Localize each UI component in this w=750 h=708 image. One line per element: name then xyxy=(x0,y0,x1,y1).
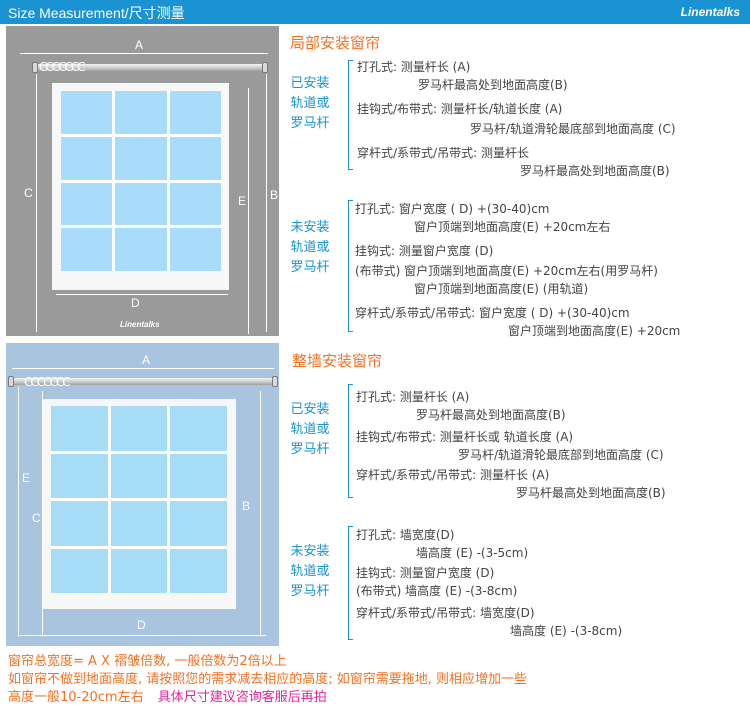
section-title-partial: 局部安装窗帘 xyxy=(290,34,381,52)
dimension-label-d: D xyxy=(137,618,146,632)
instruction-line: 窗户顶端到地面高度(E) (用轨道) xyxy=(414,282,589,296)
instruction-line: 打孔式: 测量杆长 (A) xyxy=(357,60,471,74)
instruction-line: 墙高度 (E) -(3-5cm) xyxy=(416,546,529,560)
diagram-full-wall-installation: A CCCCCCC E C B D xyxy=(6,343,279,646)
dimension-line-b xyxy=(260,391,261,637)
instruction-line: 墙高度 (E) -(3-8cm) xyxy=(510,624,623,638)
dimension-label-b: B xyxy=(270,188,279,202)
dimension-line-e xyxy=(248,88,249,334)
diagram-partial-installation: A CCCCCCC C E B D Linentalks xyxy=(6,26,279,336)
instruction-line: 罗马杆最高处到地面高度(B) xyxy=(416,408,566,422)
instruction-line: 罗马杆最高处到地面高度(B) xyxy=(520,164,670,178)
rod-finial-right xyxy=(272,376,278,387)
instruction-line: 罗马杆最高处到地面高度(B) xyxy=(516,486,666,500)
instruction-line: 罗马杆/轨道滑轮最底部到地面高度 (C) xyxy=(458,448,664,462)
dimension-label-a: A xyxy=(135,38,144,52)
bracket-installed xyxy=(348,384,353,498)
dimension-line-d xyxy=(56,294,228,295)
brand-logo: Linentalks xyxy=(680,5,740,19)
bracket-uninstalled xyxy=(348,200,353,332)
header-bar: Size Measurement/尺寸测量 Linentalks xyxy=(0,0,750,24)
category-uninstalled-label: 未安装 轨道或 罗马杆 xyxy=(290,220,330,275)
rod-finial-left xyxy=(8,376,14,387)
dimension-label-b: B xyxy=(242,499,251,513)
instruction-line: 罗马杆/轨道滑轮最底部到地面高度 (C) xyxy=(470,122,676,136)
dimension-line-c xyxy=(36,74,37,332)
bracket-uninstalled xyxy=(348,526,353,640)
curtain-rings: CCCCCCC xyxy=(24,375,71,389)
instruction-line: 打孔式: 测量杆长 (A) xyxy=(356,390,470,404)
instruction-line: 打孔式: 墙宽度(D) xyxy=(356,528,455,542)
category-installed-label: 已安装 轨道或 罗马杆 xyxy=(290,402,330,457)
footer-highlight: 具体尺寸建议咨询客服后再拍 xyxy=(157,690,327,705)
section-title-full-wall: 整墙安装窗帘 xyxy=(292,352,383,370)
dimension-label-d: D xyxy=(131,296,140,310)
bracket-installed xyxy=(348,60,353,170)
footer-note-height: 如窗帘不做到地面高度, 请按照您的需求减去相应的高度; 如窗帘需要拖地, 则相应… xyxy=(8,672,528,687)
instruction-line: (布带式) 窗户顶端到地面高度(E) +20cm左右(用罗马杆) xyxy=(355,264,658,278)
curtain-rod xyxy=(12,378,274,385)
instruction-line: 穿杆式/系带式/吊带式: 墙宽度(D) xyxy=(356,606,535,620)
dimension-line-a xyxy=(12,368,274,369)
category-uninstalled-label: 未安装 轨道或 罗马杆 xyxy=(290,544,330,599)
instruction-line: 挂钩式/布带式: 测量杆长或 轨道长度 (A) xyxy=(356,430,574,444)
header-title: Size Measurement/尺寸测量 xyxy=(8,5,185,21)
footer-note-width: 窗帘总宽度= A X 褶皱倍数, 一般倍数为2倍以上 xyxy=(8,654,287,669)
dimension-label-c: C xyxy=(24,186,33,200)
instruction-line: 挂钩式: 测量窗户宽度 (D) xyxy=(356,566,495,580)
dimension-label-c: C xyxy=(32,511,41,525)
dimension-line-b xyxy=(266,74,267,332)
footer-note-contact: 高度一般10-20cm左右 具体尺寸建议咨询客服后再拍 xyxy=(8,686,327,705)
rod-finial-left xyxy=(32,62,38,73)
dimension-line-a xyxy=(20,53,268,54)
instruction-line: 打孔式: 窗户宽度 ( D) +(30-40)cm xyxy=(355,202,550,216)
category-installed-label: 已安装 轨道或 罗马杆 xyxy=(290,76,330,131)
dimension-line-d xyxy=(20,635,266,636)
dimension-label-a: A xyxy=(142,353,151,367)
curtain-rings: CCCCCCC xyxy=(39,60,86,74)
instruction-line: 窗户顶端到地面高度(E) +20cm左右 xyxy=(414,220,611,234)
instruction-line: 罗马杆最高处到地面高度(B) xyxy=(418,78,568,92)
instruction-line: 穿杆式/系带式/吊带式: 窗户宽度 ( D) +(30-40)cm xyxy=(355,306,630,320)
dimension-label-e: E xyxy=(238,194,247,208)
window-glass xyxy=(61,91,221,271)
instruction-line: 穿杆式/系带式/吊带式: 测量杆长 (A) xyxy=(356,468,550,482)
rod-finial-right xyxy=(262,62,268,73)
window-glass xyxy=(51,406,227,593)
diagram-logo: Linentalks xyxy=(120,320,160,329)
footer-note-contact-prefix: 高度一般10-20cm左右 xyxy=(8,690,144,705)
dimension-line-c xyxy=(42,391,43,637)
dimension-label-e: E xyxy=(22,471,31,485)
instruction-line: 挂钩式: 测量窗户宽度 (D) xyxy=(355,244,494,258)
instruction-line: 穿杆式/系带式/吊带式: 测量杆长 xyxy=(357,146,529,160)
instruction-line: 窗户顶端到地面高度(E) +20cm xyxy=(508,324,681,338)
instruction-line: (布带式) 墙高度 (E) -(3-8cm) xyxy=(356,584,518,598)
instruction-line: 挂钩式/布带式: 测量杆长/轨道长度 (A) xyxy=(357,102,563,116)
curtain-rod xyxy=(36,64,266,71)
dimension-line-e xyxy=(18,387,19,637)
